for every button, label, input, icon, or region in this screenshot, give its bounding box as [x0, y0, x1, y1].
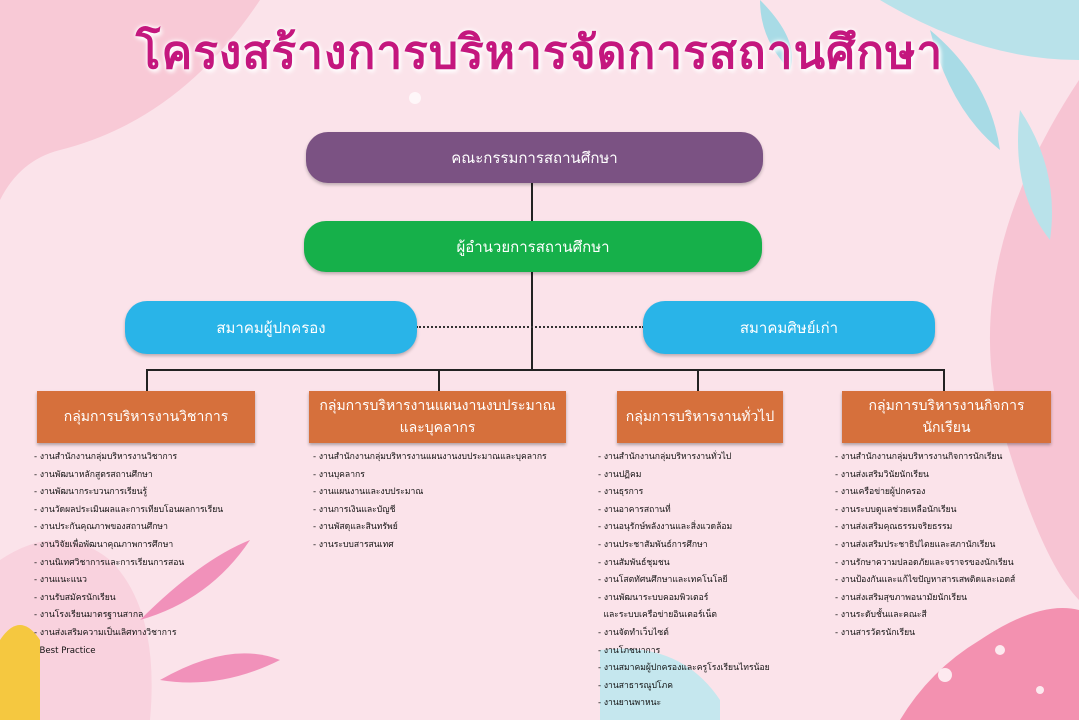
- task-item: - งานระบบสารสนเทศ: [313, 539, 394, 550]
- task-item: - งานส่งเสริมวินัยนักเรียน: [835, 469, 929, 480]
- connector-dept-1: [146, 369, 148, 391]
- connector-dept-2: [438, 369, 440, 391]
- task-item: - งานพัสดุและสินทรัพย์: [313, 522, 398, 533]
- task-item: - งานบุคลากร: [313, 469, 365, 480]
- task-item: - งานการเงินและบัญชี: [313, 504, 396, 515]
- task-item: - งานประชาสัมพันธ์การศึกษา: [598, 539, 708, 550]
- task-item: - งานพัฒนาหลักสูตรสถานศึกษา: [34, 469, 153, 480]
- task-item: - งานประกันคุณภาพของสถานศึกษา: [34, 522, 168, 533]
- task-item: - งานโภชนาการ: [598, 645, 661, 656]
- task-list-budget-personnel: - งานสำนักงานกลุ่มบริหารงานแผนงานงบประมา…: [313, 449, 547, 555]
- task-item: - งานสมาคมผู้ปกครองและครูโรงเรียนไทรน้อย: [598, 663, 770, 674]
- task-item: - งานนิเทศวิชาการและการเรียนการสอน: [34, 557, 185, 568]
- task-item: Best Practice: [34, 645, 96, 656]
- task-item: - งานพัฒนาระบบคอมพิวเตอร์: [598, 592, 709, 603]
- parents-association-box: สมาคมผู้ปกครอง: [125, 301, 417, 354]
- task-item: - งานสำนักงานกลุ่มบริหารงานกิจการนักเรีย…: [835, 452, 1003, 462]
- task-list-general: - งานสำนักงานกลุ่มบริหารงานทั่วไป - งานปฏ…: [598, 449, 770, 713]
- task-item: - งานปฏิคม: [598, 469, 642, 480]
- task-item: และระบบเครือข่ายอินเตอร์เน็ต: [598, 610, 717, 621]
- dotted-connector-associations: [416, 326, 644, 328]
- task-item: - งานส่งเสริมความเป็นเลิศทางวิชาการ: [34, 627, 177, 638]
- task-item: - งานวัดผลประเมินผลและการเทียบโอนผลการเร…: [34, 504, 224, 515]
- connector-dept-4: [943, 369, 945, 391]
- task-item: - งานรักษาความปลอดภัยและจราจรของนักเรียน: [835, 557, 1014, 568]
- task-item: - งานสำนักงานกลุ่มบริหารงานแผนงานงบประมา…: [313, 452, 547, 462]
- task-item: - งานธุรการ: [598, 487, 644, 498]
- department-box-academic: กลุ่มการบริหารงานวิชาการ: [37, 391, 255, 443]
- task-item: - งานวิจัยเพื่อพัฒนาคุณภาพการศึกษา: [34, 539, 174, 550]
- connector-dept-3: [697, 369, 699, 391]
- task-item: - งานสาธารณูปโภค: [598, 680, 673, 691]
- task-list-student-affairs: - งานสำนักงานกลุ่มบริหารงานกิจการนักเรีย…: [835, 449, 1015, 643]
- task-item: - งานเครือข่ายผู้ปกครอง: [835, 487, 926, 498]
- task-item: - งานสัมพันธ์ชุมชน: [598, 557, 670, 568]
- task-item: - งานโรงเรียนมาตรฐานสากล: [34, 610, 144, 621]
- task-item: - งานอาคารสถานที่: [598, 504, 671, 515]
- task-item: - งานสารวัตรนักเรียน: [835, 627, 915, 638]
- task-item: - งานระบบดูแลช่วยเหลือนักเรียน: [835, 504, 957, 515]
- task-item: - งานส่งเสริมสุขภาพอนามัยนักเรียน: [835, 592, 968, 603]
- task-item: - งานแนะแนว: [34, 575, 87, 586]
- task-list-academic: - งานสำนักงานกลุ่มบริหารงานวิชาการ - งานพ…: [34, 449, 223, 660]
- department-box-student-affairs: กลุ่มการบริหารงานกิจการนักเรียน: [842, 391, 1051, 443]
- connector-horizontal: [146, 369, 945, 371]
- task-item: - งานส่งเสริมคุณธรรมจริยธรรม: [835, 522, 953, 533]
- task-item: - งานอนุรักษ์พลังงานและสิ่งแวดล้อม: [598, 522, 733, 533]
- task-item: - งานจัดทำเว็บไซต์: [598, 627, 669, 638]
- department-box-budget-personnel: กลุ่มการบริหารงานแผนงานงบประมาณและบุคลาก…: [309, 391, 566, 443]
- connector-committee-director: [531, 183, 533, 221]
- alumni-association-box: สมาคมศิษย์เก่า: [643, 301, 935, 354]
- task-item: - งานยานพาหนะ: [598, 698, 662, 709]
- task-item: - งานระดับชั้นและคณะสี: [835, 610, 927, 621]
- committee-box: คณะกรรมการสถานศึกษา: [306, 132, 763, 183]
- task-item: - งานสำนักงานกลุ่มบริหารงานวิชาการ: [34, 452, 178, 462]
- task-item: - งานส่งเสริมประชาธิปไตยและสภานักเรียน: [835, 539, 996, 550]
- page-title: โครงสร้างการบริหารจัดการสถานศึกษา: [135, 25, 944, 79]
- task-item: - งานโสตทัศนศึกษาและเทคโนโลยี: [598, 575, 728, 586]
- task-item: - งานพัฒนากระบวนการเรียนรู้: [34, 487, 148, 498]
- connector-director-trunk: [531, 272, 533, 371]
- task-item: - งานสำนักงานกลุ่มบริหารงานทั่วไป: [598, 452, 732, 462]
- director-box: ผู้อำนวยการสถานศึกษา: [304, 221, 762, 272]
- task-item: - งานป้องกันและแก้ไขปัญหาสารเสพติดและเอด…: [835, 575, 1016, 586]
- task-item: - งานรับสมัครนักเรียน: [34, 592, 116, 603]
- department-box-general: กลุ่มการบริหารงานทั่วไป: [617, 391, 783, 443]
- task-item: - งานแผนงานและงบประมาณ: [313, 487, 424, 498]
